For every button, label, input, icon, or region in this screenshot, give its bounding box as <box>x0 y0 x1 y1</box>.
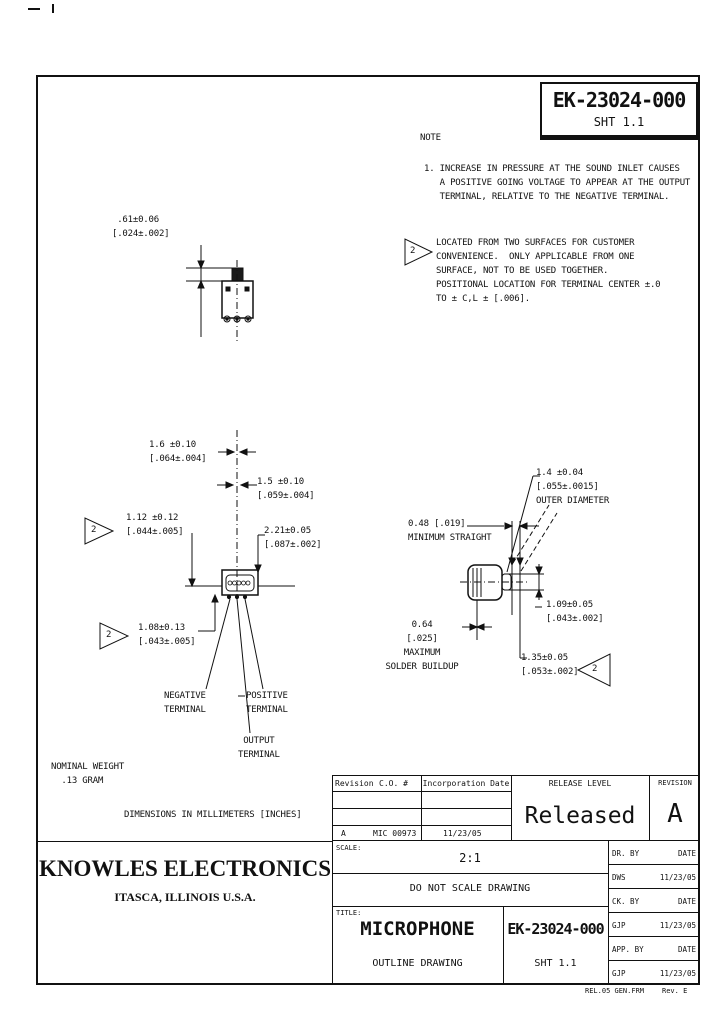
company-name: KNOWLES ELECTRONICS <box>38 856 332 881</box>
release-level-value: Released <box>524 803 636 829</box>
note-2-flag-number: 2 <box>410 246 416 256</box>
dim-solder-buildup: 0.64 [.025] MAXIMUM SOLDER BUILDUP <box>385 620 459 672</box>
sign-label: GJP <box>612 921 626 930</box>
sheet-border <box>36 75 700 985</box>
sign-row: DR. BY DATE <box>608 841 700 865</box>
dim-center-left: 1.6 ±0.10 [.064±.004] <box>149 440 207 464</box>
doc-number-box: EK-23024-000 SHT 1.1 <box>540 82 698 140</box>
sign-value: 11/23/05 <box>659 873 696 882</box>
titleblock-sheet: SHT 1.1 <box>534 958 577 969</box>
sign-row: CK. BY DATE <box>608 889 700 913</box>
sign-label: DR. BY <box>612 849 640 858</box>
registration-tick <box>52 4 54 13</box>
form-revision: Rev. E <box>662 987 688 995</box>
titleblock-divider <box>608 841 609 985</box>
view-front <box>84 430 295 734</box>
sign-label: APP. BY <box>612 945 644 954</box>
dim-min-straight: 0.48 [.019] MINIMUM STRAIGHT <box>408 519 492 543</box>
sign-value: DATE <box>677 897 696 906</box>
dim-tube-height: .61±0.06 [.024±.002] <box>112 215 170 239</box>
cell-date: 11/23/05 <box>443 829 482 838</box>
titleblock-divider <box>38 841 332 842</box>
view-side-top <box>186 245 254 343</box>
note-2-text: LOCATED FROM TWO SURFACES FOR CUSTOMER C… <box>436 238 661 304</box>
note-1-text: 1. INCREASE IN PRESSURE AT THE SOUND INL… <box>424 164 691 202</box>
dim-port-height: 1.35±0.05 [.053±.002] <box>521 653 579 677</box>
cell-revision: A <box>341 829 346 838</box>
col-header-release: RELEASE LEVEL <box>548 779 612 788</box>
company-location: ITASCA, ILLINOIS U.S.A. <box>114 890 256 904</box>
label-output-terminal: OUTPUT TERMINAL <box>238 736 280 760</box>
sign-value: DATE <box>677 849 696 858</box>
cell-co-number: MIC 00973 <box>373 829 417 838</box>
doc-number: EK-23024-000 <box>552 88 687 112</box>
dim-terminal-offset: 1.12 ±0.12 [.044±.005] <box>126 513 184 537</box>
table-divider <box>333 808 511 809</box>
dim-center-right: 1.5 ±0.10 [.059±.004] <box>257 477 315 501</box>
titleblock-doc-number: EK-23024-000 <box>507 920 604 938</box>
titleblock-divider <box>503 906 504 985</box>
sign-value: DATE <box>677 945 696 954</box>
title-label: TITLE: <box>336 909 362 917</box>
no-scale-note: DO NOT SCALE DRAWING <box>409 883 531 894</box>
registration-tick <box>28 8 40 10</box>
sign-value: 11/23/05 <box>659 921 696 930</box>
col-header-date: Incorporation Date <box>422 779 510 788</box>
table-divider <box>649 776 650 840</box>
table-divider <box>333 791 511 792</box>
col-header-revision: Revision <box>335 779 374 788</box>
dim-outer-diameter: 1.4 ±0.04 [.055±.0015] OUTER DIAMETER <box>536 468 610 506</box>
col-header-rev: REVISION <box>658 779 692 787</box>
sign-value: 11/23/05 <box>659 969 696 978</box>
dim-terminal-height: 1.08±0.13 [.043±.005] <box>138 623 196 647</box>
label-weight: NOMINAL WEIGHT .13 GRAM <box>51 762 125 786</box>
form-reference: REL.05 GEN.FRM <box>585 987 645 995</box>
label-units-note: DIMENSIONS IN MILLIMETERS [INCHES] <box>124 810 302 820</box>
doc-sheet: SHT 1.1 <box>593 115 645 129</box>
table-divider <box>511 776 512 840</box>
scale-label: SCALE: <box>336 844 362 852</box>
notes-heading: NOTE <box>420 133 441 143</box>
flag-terminal-offset: 2 <box>91 525 97 535</box>
drawing-title: MICROPHONE <box>360 918 475 940</box>
titleblock-divider <box>332 873 608 874</box>
drawing-subtitle: OUTLINE DRAWING <box>372 958 463 969</box>
flag-port-height: 2 <box>592 664 598 674</box>
label-negative-terminal: NEGATIVE TERMINAL <box>164 691 206 715</box>
sign-row: GJP 11/23/05 <box>608 913 700 937</box>
flag-terminal-height: 2 <box>106 630 112 640</box>
sign-row: GJP 11/23/05 <box>608 961 700 985</box>
revision-value: A <box>667 799 683 829</box>
view-side-right <box>460 475 611 687</box>
label-positive-terminal: POSITIVE TERMINAL <box>246 691 288 715</box>
titleblock-divider <box>332 906 608 907</box>
dim-body-width: 2.21±0.05 [.087±.002] <box>264 526 322 550</box>
sign-label: GJP <box>612 969 626 978</box>
titleblock-divider <box>332 841 333 985</box>
dim-port-length: 1.09±0.05 [.043±.002] <box>546 600 604 624</box>
note2-flag-triangle <box>404 238 434 266</box>
sign-label: DWS <box>612 873 626 882</box>
scale-value: 2:1 <box>459 851 481 865</box>
col-header-co: C.O. # <box>379 779 408 788</box>
revision-table: Revision C.O. # Incorporation Date RELEA… <box>332 775 700 841</box>
sign-label: CK. BY <box>612 897 640 906</box>
sign-row: DWS 11/23/05 <box>608 865 700 889</box>
table-divider <box>333 825 511 826</box>
sign-row: APP. BY DATE <box>608 937 700 961</box>
